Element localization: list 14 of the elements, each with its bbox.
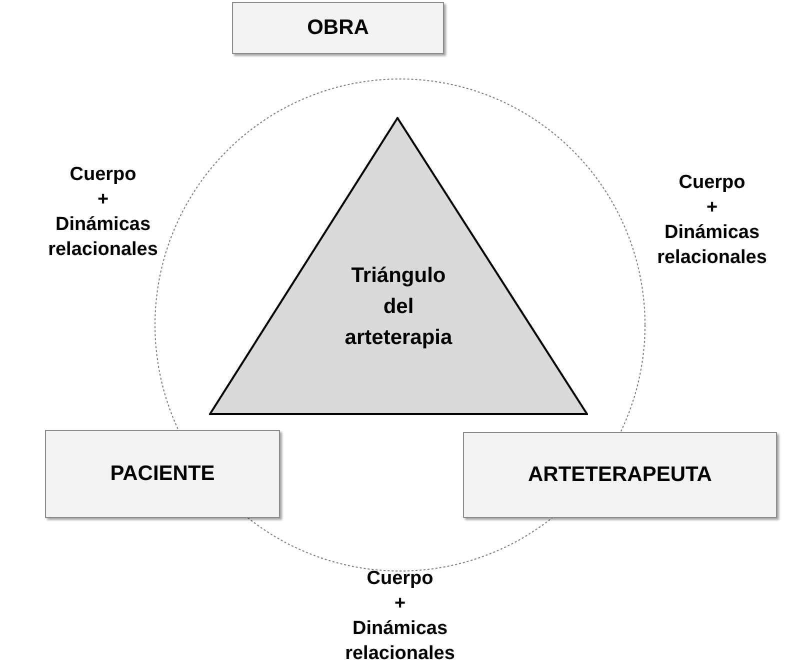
role-box: OBRA bbox=[232, 2, 444, 54]
role-box: PACIENTE bbox=[45, 430, 280, 518]
relation-label: Cuerpo bbox=[366, 567, 434, 591]
role-box: ARTETERAPEUTA bbox=[463, 432, 777, 518]
triangle-shape bbox=[209, 117, 588, 415]
relation-label: Cuerpo bbox=[68, 163, 138, 187]
relation-label: + bbox=[393, 592, 407, 616]
relation-label: Dinámicas relacionales bbox=[47, 213, 159, 262]
relation-label: + bbox=[96, 188, 110, 212]
relation-label: + bbox=[705, 196, 719, 220]
relation-label: Cuerpo bbox=[678, 171, 746, 195]
relation-label: Dinámicas relacionales bbox=[656, 221, 768, 270]
relation-label: Dinámicas relacionales bbox=[344, 617, 456, 666]
triangle-label: Triángulo del arteterapia bbox=[344, 263, 454, 351]
